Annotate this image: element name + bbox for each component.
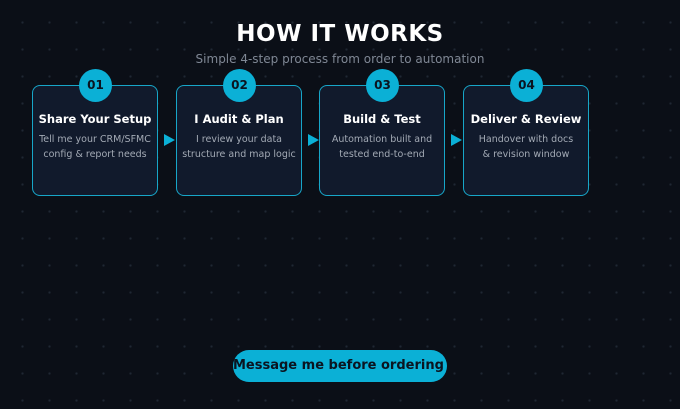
step-description: Automation built and tested end-to-end [324, 132, 440, 162]
step-description-line: structure and map logic [182, 149, 296, 160]
step-title: Deliver & Review [470, 112, 582, 126]
step-description-line: config & report needs [43, 149, 147, 160]
step-description-line: Handover with docs [478, 134, 574, 145]
step-card-3: 03 Build & Test Automation built and tes… [319, 69, 445, 196]
step-title: Build & Test [343, 112, 421, 126]
step-description: Handover with docs & revision window [468, 132, 584, 162]
step-description-line: tested end-to-end [339, 149, 425, 160]
message-before-ordering-button[interactable]: Message me before ordering → [233, 350, 447, 382]
step-description-line: Automation built and [331, 134, 433, 145]
step-number-badge: 02 [223, 69, 256, 102]
step-description-line: I review your data [195, 134, 283, 145]
step-number-badge: 01 [79, 69, 112, 102]
cta-button-label: Message me before ordering → [233, 358, 447, 373]
page-subtitle: Simple 4-step process from order to auto… [195, 52, 485, 66]
step-description: Tell me your CRM/SFMC config & report ne… [37, 132, 153, 162]
step-description: I review your data structure and map log… [181, 132, 297, 162]
triangle-right-arrow-icon [164, 134, 175, 146]
step-title: I Audit & Plan [194, 112, 284, 126]
step-card-1: 01 Share Your Setup Tell me your CRM/SFM… [32, 69, 158, 196]
step-title: Share Your Setup [38, 112, 152, 126]
step-card-4: 04 Deliver & Review Handover with docs &… [463, 69, 589, 196]
step-number-badge: 04 [510, 69, 543, 102]
step-description-line: & revision window [482, 149, 570, 160]
page-title: HOW IT WORKS [236, 21, 444, 47]
step-number-badge: 03 [366, 69, 399, 102]
step-description-line: Tell me your CRM/SFMC [39, 134, 151, 145]
step-card-2: 02 I Audit & Plan I review your data str… [176, 69, 302, 196]
triangle-right-arrow-icon [451, 134, 462, 146]
triangle-right-arrow-icon [308, 134, 319, 146]
